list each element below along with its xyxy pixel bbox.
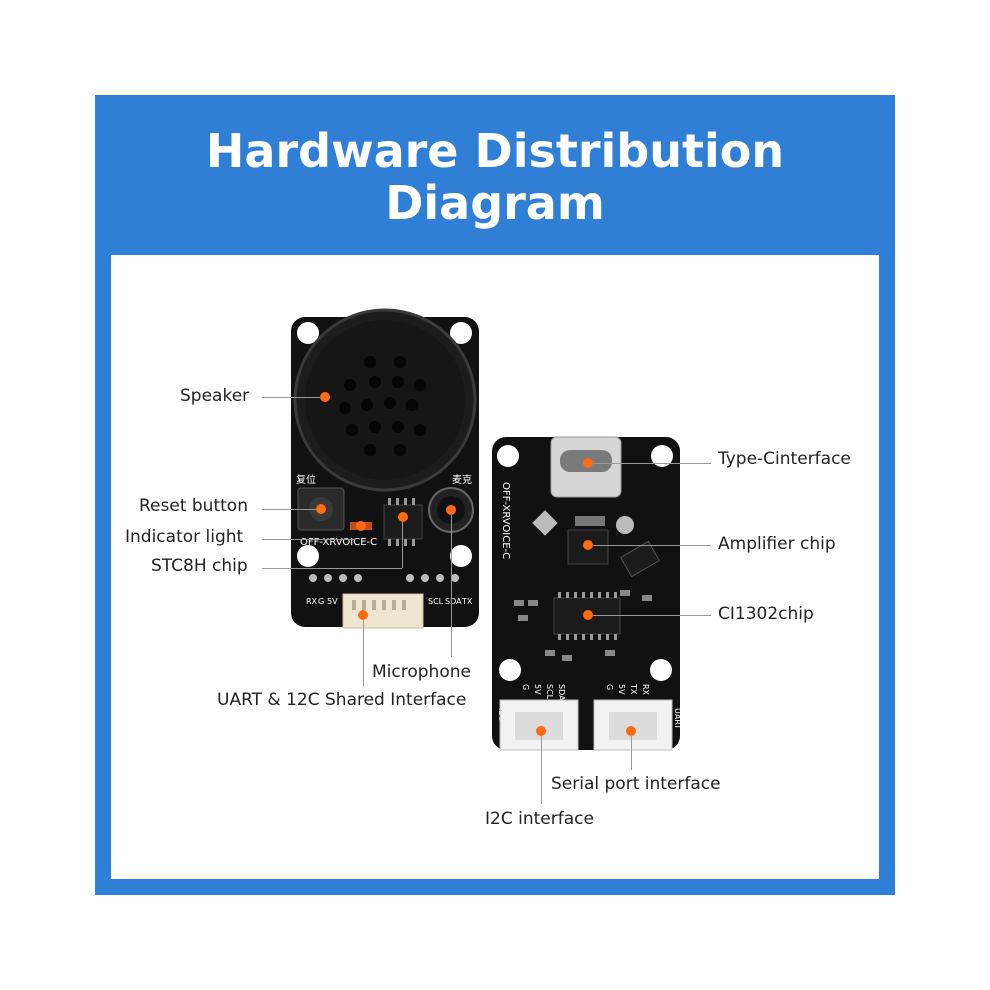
chip-pins bbox=[558, 592, 617, 640]
label-amplifier-chip: Amplifier chip bbox=[718, 534, 836, 554]
pin-label: RX bbox=[641, 684, 650, 696]
pin-label: G bbox=[318, 597, 324, 606]
label-stc8h-chip: STC8H chip bbox=[151, 556, 248, 576]
reset-button-marker bbox=[316, 504, 326, 514]
back-pcb bbox=[492, 437, 680, 750]
pin-label: SCL bbox=[545, 684, 554, 700]
pin-label: TX bbox=[629, 683, 638, 695]
back-board-name: OFF-XRVOICE-C bbox=[500, 482, 511, 559]
label-microphone: Microphone bbox=[372, 662, 471, 682]
diagram-frame: Hardware Distribution Diagram bbox=[95, 95, 895, 895]
speaker-leader bbox=[262, 397, 320, 398]
uart-i2c-leader bbox=[363, 620, 364, 686]
amplifier-leader bbox=[593, 545, 711, 546]
type-c-marker bbox=[583, 458, 593, 468]
pin-label: 5V bbox=[533, 684, 542, 695]
pin-label: 5V bbox=[327, 597, 338, 606]
ci1302-chip-marker bbox=[583, 610, 593, 620]
front-board-name: OFF-XRVOICE-C bbox=[300, 537, 377, 548]
diagram-title: Hardware Distribution Diagram bbox=[95, 125, 895, 229]
front-connector bbox=[342, 593, 424, 629]
type-c-leader bbox=[593, 463, 711, 464]
smd-component bbox=[532, 510, 558, 536]
title-line-2: Diagram bbox=[385, 176, 605, 230]
pin-label: TX bbox=[461, 597, 473, 606]
smd-component bbox=[616, 516, 634, 534]
front-pin-pads bbox=[309, 574, 459, 582]
label-ci1302-chip: CI1302chip bbox=[718, 604, 814, 624]
mount-hole bbox=[450, 322, 472, 344]
pin-label: SDA bbox=[557, 684, 566, 701]
speaker-marker bbox=[320, 392, 330, 402]
pin-label: G bbox=[521, 684, 530, 690]
serial-port-marker bbox=[626, 726, 636, 736]
indicator-light-marker bbox=[356, 521, 366, 531]
smd-component bbox=[575, 516, 605, 526]
indicator-leader bbox=[262, 539, 356, 540]
i2c-interface-marker bbox=[536, 726, 546, 736]
mount-hole bbox=[450, 545, 472, 567]
mic-silk-label: 麦克 bbox=[452, 474, 472, 486]
stc8h-chip-body bbox=[383, 504, 423, 540]
mount-hole bbox=[651, 445, 673, 467]
pin-label: G bbox=[605, 684, 614, 690]
stc8h-chip-marker bbox=[398, 512, 408, 522]
connector-pins bbox=[352, 600, 406, 610]
amplifier-chip-marker bbox=[583, 540, 593, 550]
pin-label: RX bbox=[306, 597, 318, 606]
title-line-1: Hardware Distribution bbox=[205, 124, 785, 178]
microphone-leader bbox=[451, 515, 452, 657]
front-board: 复位 麦克 OFF-XRVOICE-C RX G 5V bbox=[291, 308, 479, 629]
serial-leader bbox=[631, 736, 632, 770]
chip-pins bbox=[388, 498, 415, 546]
pin-label: 5V bbox=[617, 684, 626, 695]
label-reset-button: Reset button bbox=[139, 496, 248, 516]
label-speaker: Speaker bbox=[180, 386, 250, 406]
mount-hole bbox=[297, 322, 319, 344]
side-label-uart: UART bbox=[673, 708, 682, 729]
front-pin-labels: RX G 5V SCL SDA TX bbox=[306, 597, 473, 606]
label-serial-port: Serial port interface bbox=[551, 774, 721, 794]
back-board: OFF-XRVOICE-C G 5V SCL SDA G 5V TX bbox=[492, 436, 682, 751]
mount-hole bbox=[499, 659, 521, 681]
pin-label: SCL bbox=[428, 597, 444, 606]
mount-hole bbox=[297, 545, 319, 567]
label-i2c-interface: I2C interface bbox=[485, 809, 594, 829]
stc8h-leader-h bbox=[262, 568, 402, 569]
ci1302-leader bbox=[593, 615, 711, 616]
pin-label: SDA bbox=[445, 597, 462, 606]
i2c-leader bbox=[541, 736, 542, 804]
speaker-grille-holes bbox=[339, 356, 426, 456]
microphone-marker bbox=[446, 505, 456, 515]
label-indicator-light: Indicator light bbox=[125, 527, 244, 547]
stc8h-leader-v bbox=[402, 522, 403, 568]
label-type-c: Type-Cinterface bbox=[718, 449, 851, 469]
smd-components bbox=[514, 590, 652, 661]
reset-silk-label: 复位 bbox=[296, 473, 316, 486]
reset-leader bbox=[262, 509, 316, 510]
amplifier-secondary-chip bbox=[619, 540, 661, 578]
mount-hole bbox=[650, 659, 672, 681]
label-uart-i2c-shared: UART & 12C Shared Interface bbox=[217, 690, 467, 710]
uart-i2c-shared-marker bbox=[358, 610, 368, 620]
mount-hole bbox=[497, 445, 519, 467]
